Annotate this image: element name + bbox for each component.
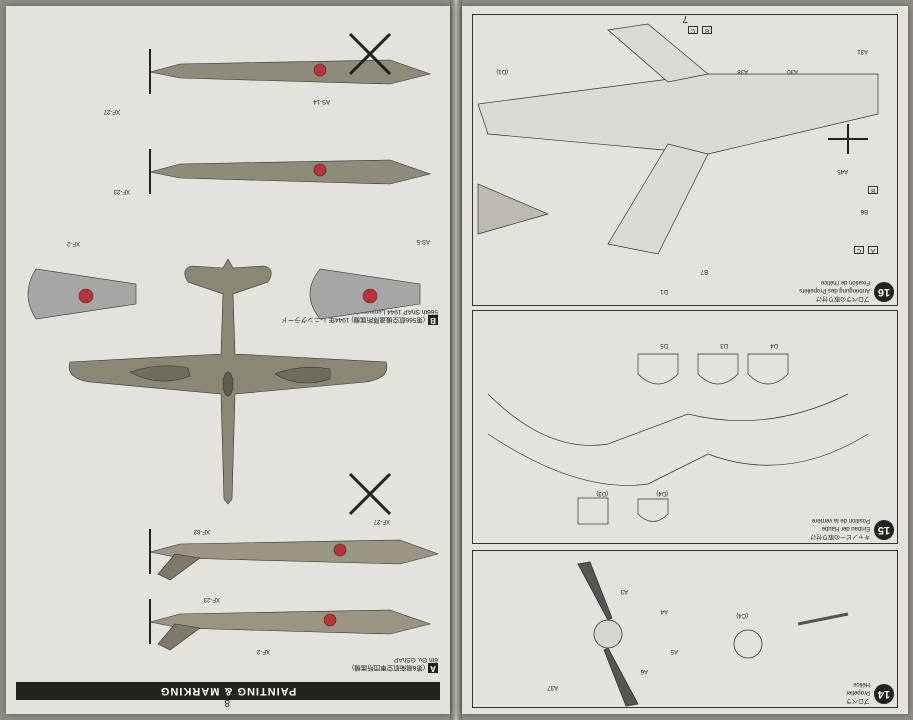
decal-box-label: B bbox=[701, 26, 712, 34]
scheme-a-side-view-1 bbox=[149, 599, 432, 651]
callout-label: XF-23 bbox=[203, 596, 220, 602]
decal-box-label: C bbox=[687, 26, 698, 34]
part-label: D5 bbox=[660, 342, 668, 348]
callout-label: XF-2 bbox=[256, 648, 270, 654]
part-label: (D4) bbox=[656, 490, 668, 496]
assembly-page: 7 14 プロペラ Propeller Hélice 15 キャノピーの取り付け… bbox=[462, 6, 908, 714]
part-label: A4 bbox=[660, 608, 668, 614]
callout-label: AS-14 bbox=[313, 98, 330, 104]
part-label: (C4) bbox=[736, 612, 748, 618]
part-label: (D1) bbox=[496, 68, 508, 74]
aircraft-top-view bbox=[68, 258, 388, 505]
part-label: B7 bbox=[700, 268, 708, 274]
booklet-spine bbox=[450, 0, 462, 720]
callout-label: XF-82 bbox=[193, 528, 210, 534]
part-label: A30 bbox=[787, 68, 798, 74]
part-label: A37 bbox=[547, 684, 558, 690]
decal-box-label: C bbox=[853, 246, 864, 254]
propeller-front-views bbox=[348, 32, 392, 516]
callout-label: XF-27 bbox=[103, 108, 120, 114]
scheme-a-side-view-2 bbox=[149, 529, 439, 581]
decal-box-label: B bbox=[867, 186, 878, 194]
part-label: A31 bbox=[857, 48, 868, 54]
part-label: A3 bbox=[620, 588, 628, 594]
assembly-drawings bbox=[477, 23, 879, 707]
part-label: A45 bbox=[837, 168, 848, 174]
painting-marking-page: 8 A(第6親衛航空軍団所属機) 6th Gv. GShAP B(第566航空機… bbox=[6, 6, 450, 714]
callout-label: XF-27 bbox=[373, 518, 390, 524]
part-label: (D3) bbox=[596, 490, 608, 496]
wing-underside-views bbox=[27, 268, 421, 320]
step-15-canopy-drawing bbox=[487, 353, 869, 525]
painting-marking-content: 8 A(第6親衛航空軍団所属機) 6th Gv. GShAP B(第566航空機… bbox=[6, 6, 450, 714]
part-label: B6 bbox=[860, 208, 868, 214]
decal-box-label: A bbox=[867, 246, 878, 254]
part-label: A6 bbox=[640, 668, 648, 674]
part-label: A5 bbox=[670, 648, 678, 654]
part-label: D1 bbox=[660, 288, 668, 294]
step-14-propeller-drawing bbox=[577, 561, 849, 707]
callout-label: XF-2 bbox=[66, 240, 80, 246]
scheme-b-side-view-1 bbox=[149, 149, 432, 194]
assembly-content: 7 14 プロペラ Propeller Hélice 15 キャノピーの取り付け… bbox=[462, 6, 908, 714]
part-label: A38 bbox=[737, 68, 748, 74]
painting-marking-drawings bbox=[27, 32, 439, 651]
part-label: D3 bbox=[720, 342, 728, 348]
step-16-airframe-drawing bbox=[477, 23, 879, 255]
callout-label: AS-5 bbox=[416, 238, 430, 244]
part-label: D4 bbox=[770, 342, 778, 348]
callout-label: XF-23 bbox=[113, 188, 130, 194]
